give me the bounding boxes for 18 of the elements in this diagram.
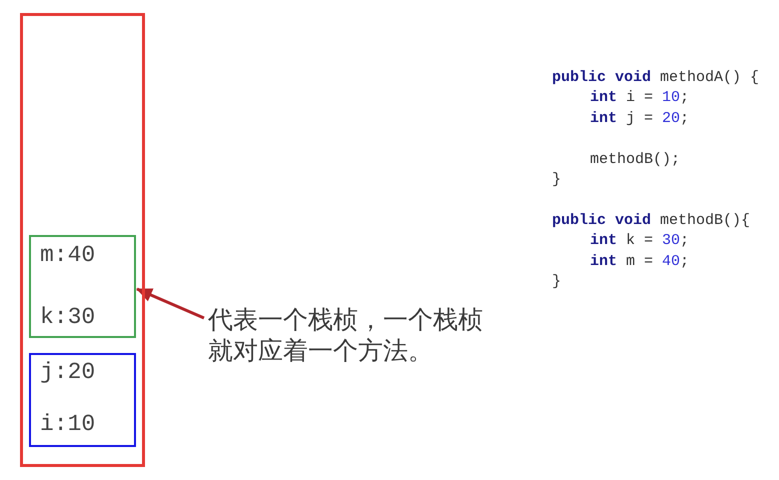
code-line: } [552, 170, 562, 190]
stack-box [20, 13, 145, 467]
stack-frame-box [29, 353, 136, 447]
variable-value: k:30 [40, 303, 96, 331]
arrow [136, 288, 205, 320]
stack-frame-box [29, 235, 136, 338]
code-line: int m = 40; [590, 252, 690, 272]
variable-value: j:20 [40, 358, 96, 386]
code-line: public void methodB(){ [552, 210, 750, 231]
variable-value: m:40 [40, 241, 96, 269]
code-line: int k = 30; [590, 231, 690, 252]
code-line: public void methodA() { [552, 68, 760, 88]
code-line: int i = 10; [590, 88, 690, 108]
code-line: } [552, 272, 562, 292]
annotation-text: 代表一个栈桢，一个栈桢就对应着一个方法。 [208, 304, 493, 366]
variable-value: i:10 [40, 410, 96, 438]
code-line: methodB(); [590, 150, 680, 170]
code-line: int j = 20; [590, 108, 690, 129]
